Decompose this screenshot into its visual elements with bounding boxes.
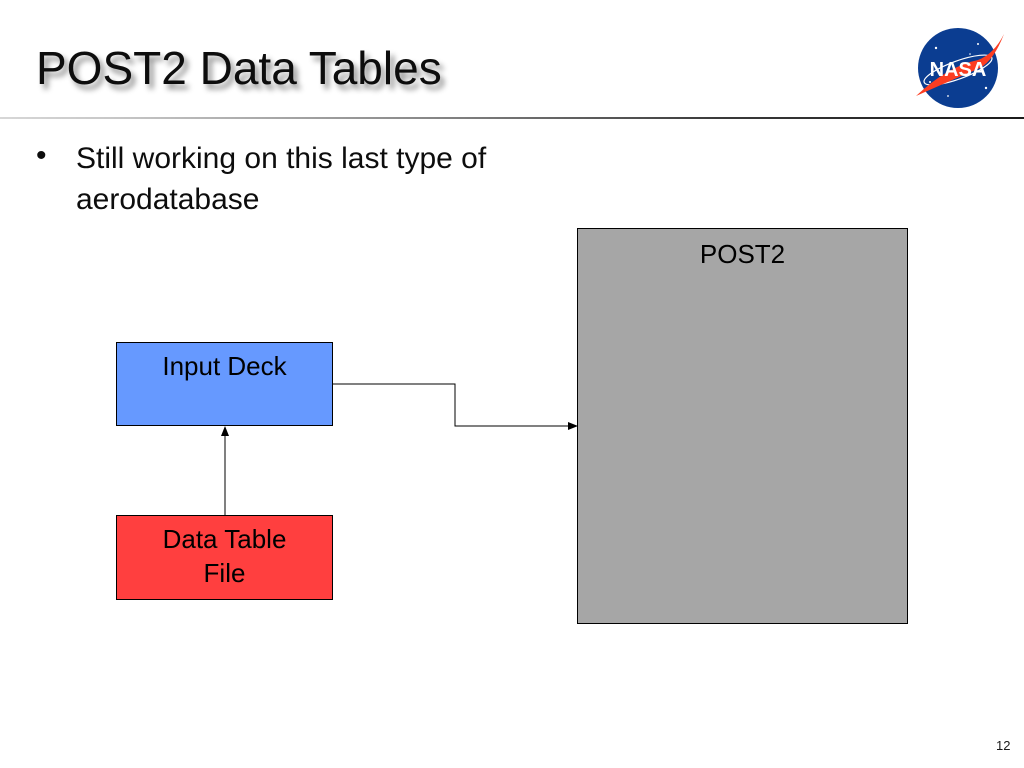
title-divider <box>0 117 1024 119</box>
bullet-marker: • <box>36 139 47 172</box>
input-deck-box: Input Deck <box>116 342 333 426</box>
post2-label: POST2 <box>699 239 786 269</box>
nasa-logo: NASA <box>916 28 1004 108</box>
data-table-file-box: Data Table File <box>116 515 333 600</box>
data-table-file-label: Data Table File <box>162 524 287 588</box>
page-number: 12 <box>996 738 1011 753</box>
arrow-input-deck-to-post2 <box>333 383 578 430</box>
bullet-text: Still working on this last type of aerod… <box>76 142 487 216</box>
input-deck-label: Input Deck <box>162 351 287 381</box>
nasa-logo-swoosh <box>916 34 1004 96</box>
slide-title: POST2 Data Tables <box>36 42 442 94</box>
post2-box: POST2 <box>577 228 908 624</box>
nasa-logo-text: NASA <box>930 59 987 81</box>
